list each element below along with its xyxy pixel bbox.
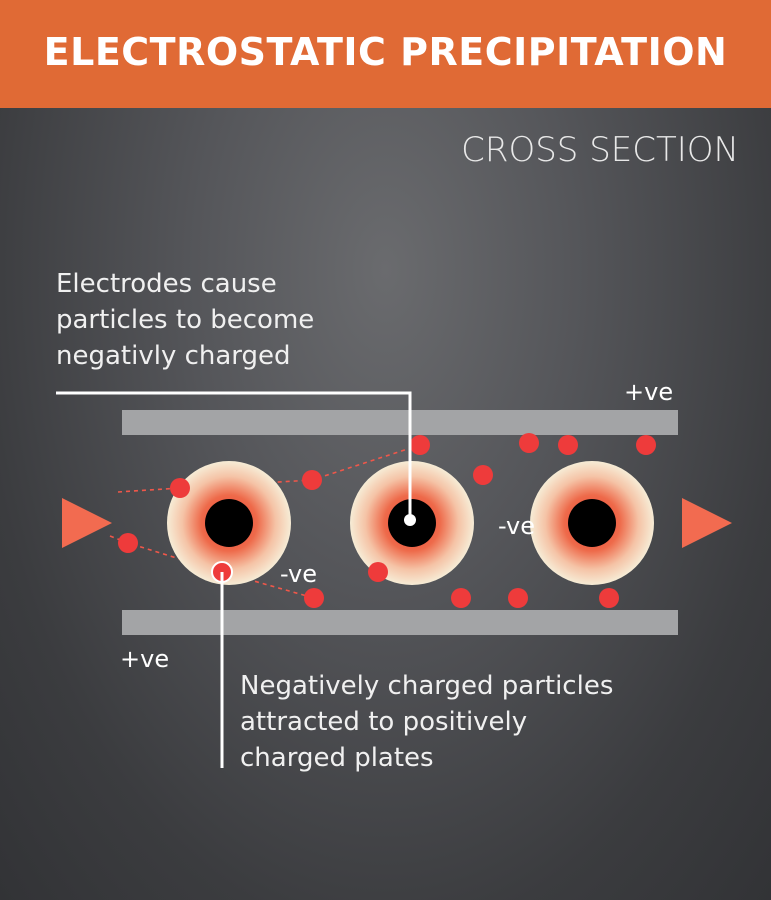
inflow-arrow-icon: [62, 498, 112, 548]
electrode-charge-label: -ve: [498, 512, 535, 540]
electrode-charge-label: -ve: [280, 560, 317, 588]
top-positive-plate: [122, 410, 678, 435]
particle: [599, 588, 619, 608]
diagram-subtitle: CROSS SECTION: [461, 130, 739, 170]
particle: [368, 562, 388, 582]
particle: [519, 433, 539, 453]
plates-callout: Negatively charged particles attracted t…: [240, 671, 614, 773]
particle: [304, 588, 324, 608]
particle: [473, 465, 493, 485]
particle: [170, 478, 190, 498]
particle: [118, 533, 138, 553]
particle: [302, 470, 322, 490]
particle: [636, 435, 656, 455]
electrodes-callout: Electrodes cause particles to become neg…: [56, 269, 315, 371]
charged-particles: [118, 433, 656, 608]
top-plate-charge-label: +ve: [624, 378, 674, 406]
electrode-leader-dot: [404, 514, 416, 526]
particle: [451, 588, 471, 608]
bottom-positive-plate: [122, 610, 678, 635]
particle: [508, 588, 528, 608]
particle: [558, 435, 578, 455]
electrode-leader-line: [56, 391, 412, 520]
header-bar: ELECTROSTATIC PRECIPITATION: [0, 0, 771, 108]
electrode-3: [530, 461, 654, 585]
outflow-arrow-icon: [682, 498, 732, 548]
electrode-1: [167, 461, 291, 585]
particle: [410, 435, 430, 455]
page-title: ELECTROSTATIC PRECIPITATION: [43, 30, 728, 74]
bottom-plate-charge-label: +ve: [120, 645, 170, 673]
